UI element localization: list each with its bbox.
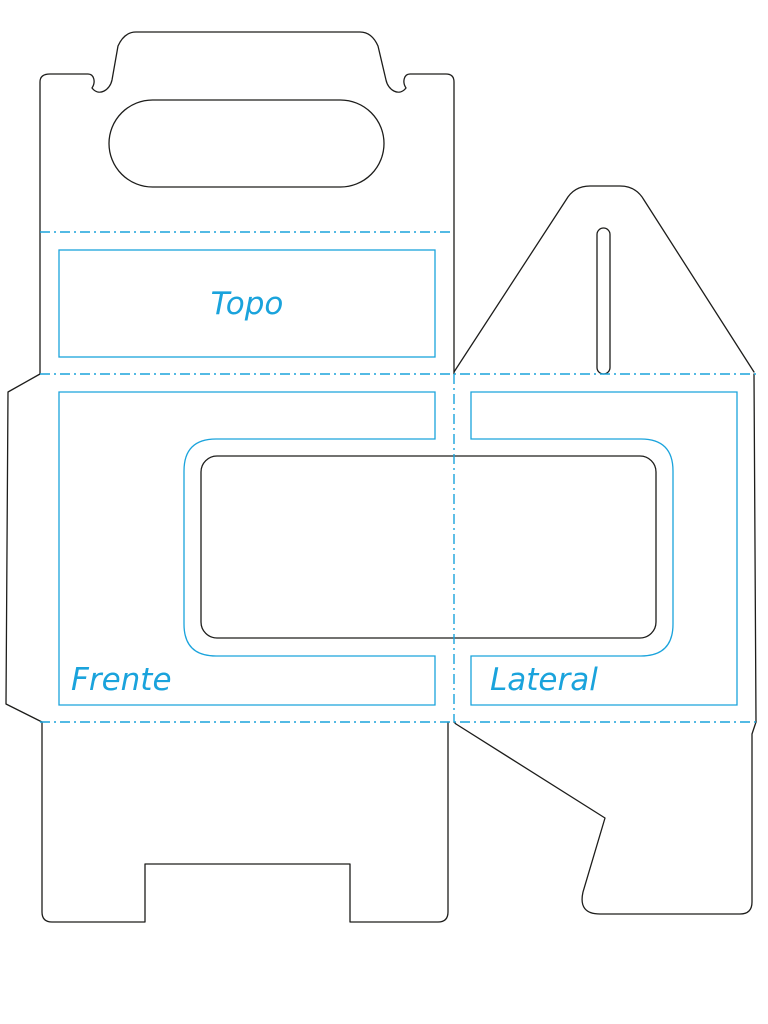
side-bottom-flap-outline bbox=[453, 721, 757, 915]
front-panel-label: Frente bbox=[71, 662, 172, 698]
side-panel-right-edge bbox=[753, 373, 757, 723]
front-side-safe-area bbox=[58, 391, 738, 706]
flap-slot bbox=[596, 227, 611, 375]
main-panel-outline bbox=[5, 31, 455, 923]
window-cutout bbox=[200, 455, 657, 639]
side-panel-label: Lateral bbox=[490, 662, 598, 698]
handle-cutout bbox=[108, 99, 385, 188]
top-panel-safe-area bbox=[58, 249, 436, 358]
side-top-flap-outline bbox=[453, 185, 755, 373]
top-panel-label: Topo bbox=[211, 286, 284, 322]
